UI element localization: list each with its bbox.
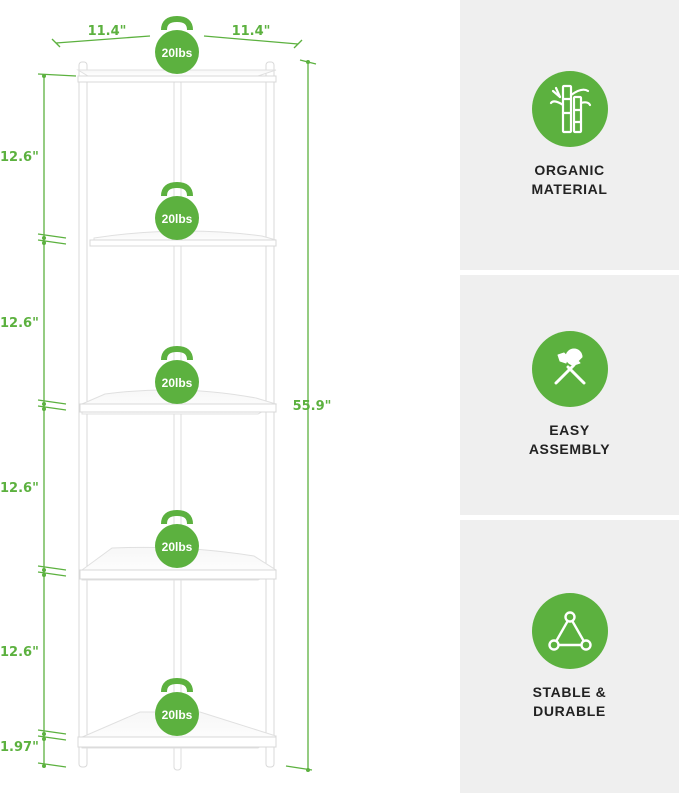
shelf-boards xyxy=(76,69,278,749)
tier-height-label: 12.6" xyxy=(0,645,39,660)
feature-panel: ORGANIC MATERIAL EASY ASSEMBLY xyxy=(460,0,679,793)
weight-label: 20lbs xyxy=(162,708,193,722)
tools-icon xyxy=(531,331,608,407)
feature-label-organic: ORGANIC MATERIAL xyxy=(531,162,608,197)
width-label-right: 11.4" xyxy=(232,24,271,39)
shelf-legs xyxy=(78,61,275,771)
shelf-illustration: 20lbs 20lbs 20lbs 20lbs 20lbs xyxy=(0,15,332,772)
feature-card-assembly: EASY ASSEMBLY xyxy=(460,275,679,515)
weight-badge: 20lbs xyxy=(155,677,199,736)
total-height-label: 55.9" xyxy=(293,399,332,414)
width-label-left: 11.4" xyxy=(88,24,127,39)
weight-badges: 20lbs 20lbs 20lbs 20lbs 20lbs xyxy=(155,15,199,736)
weight-label: 20lbs xyxy=(162,540,193,554)
shelf-tier-2 xyxy=(89,230,277,247)
weight-badge: 20lbs xyxy=(155,345,199,404)
weight-label: 20lbs xyxy=(162,212,193,226)
dimension-dots xyxy=(42,60,310,772)
feature-label-stable: STABLE & DURABLE xyxy=(532,683,607,719)
weight-badge: 20lbs xyxy=(155,181,199,240)
feature-card-stable: STABLE & DURABLE xyxy=(460,520,679,793)
weight-label: 20lbs xyxy=(162,46,193,60)
weight-badge: 20lbs xyxy=(155,15,199,74)
dimension-lines xyxy=(37,35,317,771)
bamboo-icon xyxy=(531,71,608,147)
tier-height-label: 12.6" xyxy=(0,150,39,165)
tier-height-label: 12.6" xyxy=(0,316,39,331)
foot-height-label: 1.97" xyxy=(0,740,39,755)
weight-label: 20lbs xyxy=(162,376,193,390)
triangle-icon xyxy=(531,592,608,669)
tier-height-label: 12.6" xyxy=(0,481,39,496)
feature-card-organic: ORGANIC MATERIAL xyxy=(460,0,679,270)
feature-label-assembly: EASY ASSEMBLY xyxy=(528,422,611,457)
weight-badge: 20lbs xyxy=(155,509,199,568)
